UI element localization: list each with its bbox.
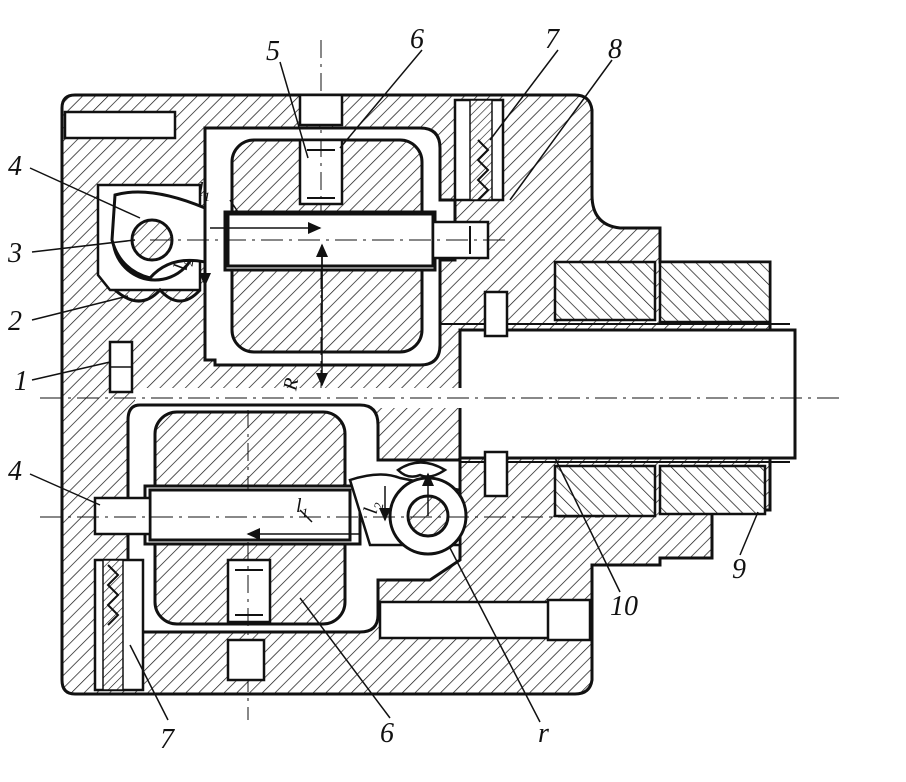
dim-l2-lower: l2 xyxy=(360,499,387,516)
center-lines xyxy=(40,239,840,518)
callout-4-upper: 4 xyxy=(8,151,22,182)
callout-2: 2 xyxy=(8,306,22,337)
callout-5: 5 xyxy=(266,36,280,67)
lower-piston xyxy=(93,488,352,542)
dim-l1-upper: l1 xyxy=(198,179,210,204)
dim-l2-upper: l2 xyxy=(170,256,197,273)
callout-6-lower: 6 xyxy=(380,718,394,749)
sleeve-9 xyxy=(553,260,772,518)
dimension-arrows xyxy=(199,222,434,540)
dim-r: r xyxy=(538,718,549,749)
shaft xyxy=(135,323,797,463)
callout-10: 10 xyxy=(610,591,638,622)
dimension-labels: l1 l2 l1 l2 R r xyxy=(170,179,549,749)
callout-3: 3 xyxy=(7,238,22,269)
callout-9: 9 xyxy=(732,554,746,585)
screws xyxy=(63,93,592,682)
callout-labels: 1 2 3 4 4 5 6 6 7 7 8 9 10 xyxy=(7,24,746,755)
upper-spring-7 xyxy=(453,98,505,202)
callout-1: 1 xyxy=(14,366,28,397)
upper-cam xyxy=(96,183,207,303)
callout-4-lower: 4 xyxy=(8,456,22,487)
callout-8: 8 xyxy=(608,34,622,65)
leader-lines xyxy=(29,49,759,723)
callout-7-upper: 7 xyxy=(545,24,560,55)
callout-6-upper: 6 xyxy=(410,24,424,55)
dim-l1-lower: l1 xyxy=(296,495,308,520)
callout-7-lower: 7 xyxy=(160,724,175,755)
dim-R: R xyxy=(279,376,303,393)
lower-spring-7 xyxy=(93,558,145,692)
